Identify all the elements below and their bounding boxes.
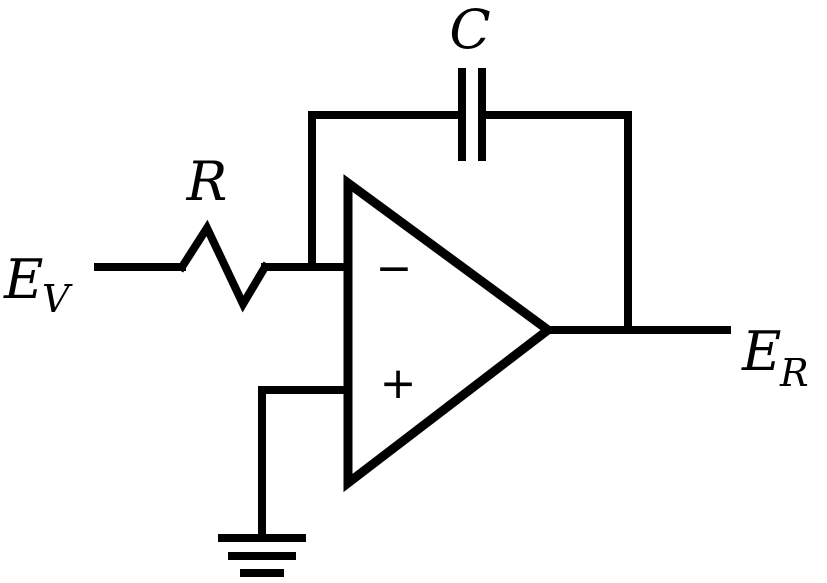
resistor-label: R [186,150,228,213]
noninverting-input-sign: + [380,358,417,409]
input-label-main: E [3,248,43,311]
output-label-subscript: R [779,351,809,395]
input-label-subscript: V [42,277,73,321]
resistor [176,219,271,313]
feedback-left-wire [308,111,466,271]
capacitor-label: C [449,0,490,61]
opamp-triangle [343,174,556,493]
inverting-input-sign: − [376,243,413,294]
input-voltage-label: E V [3,248,73,321]
output-voltage-label: E R [741,320,809,395]
ground-wire [258,386,352,542]
feedback-right-wire [478,111,632,334]
output-label-main: E [741,320,781,383]
